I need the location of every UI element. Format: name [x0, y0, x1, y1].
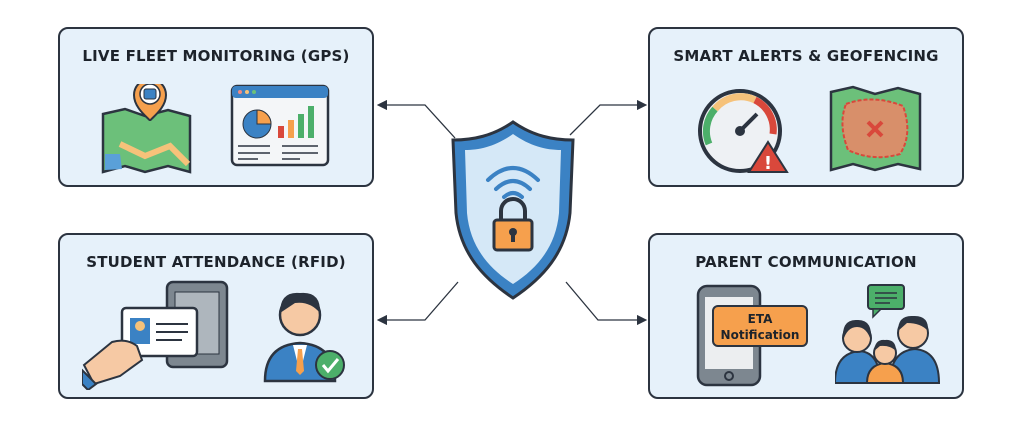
dashboard-chart-icon	[230, 84, 330, 167]
parent-communication-card: PARENT COMMUNICATION ETA Notification	[648, 233, 964, 399]
card-title: LIVE FLEET MONITORING (GPS)	[82, 47, 350, 65]
smart-alerts-geofencing-card: SMART ALERTS & GEOFENCING !	[648, 27, 964, 187]
arrow-to-fleet	[376, 99, 456, 139]
eta-notification-bubble: ETA Notification	[712, 305, 808, 347]
eta-label: ETA	[747, 312, 773, 326]
card-title: SMART ALERTS & GEOFENCING	[673, 47, 939, 65]
family-chat-icon	[835, 284, 940, 384]
svg-text:!: !	[764, 153, 772, 174]
student-verified-icon	[263, 292, 345, 383]
notification-label: Notification	[720, 328, 800, 342]
geofence-map-icon	[829, 85, 922, 172]
shield-lock-icon	[451, 120, 575, 300]
map-bus-pin-icon	[101, 84, 192, 174]
live-fleet-monitoring-card: LIVE FLEET MONITORING (GPS)	[58, 27, 374, 187]
arrow-to-attendance	[376, 281, 459, 326]
student-attendance-card: STUDENT ATTENDANCE (RFID)	[58, 233, 374, 399]
rfid-card-reader-icon	[82, 280, 229, 390]
speedometer-warning-icon: !	[698, 89, 789, 174]
card-title: STUDENT ATTENDANCE (RFID)	[86, 253, 346, 271]
arrow-to-parents	[565, 281, 648, 326]
card-title: PARENT COMMUNICATION	[695, 253, 917, 271]
arrow-to-alerts	[569, 99, 648, 136]
